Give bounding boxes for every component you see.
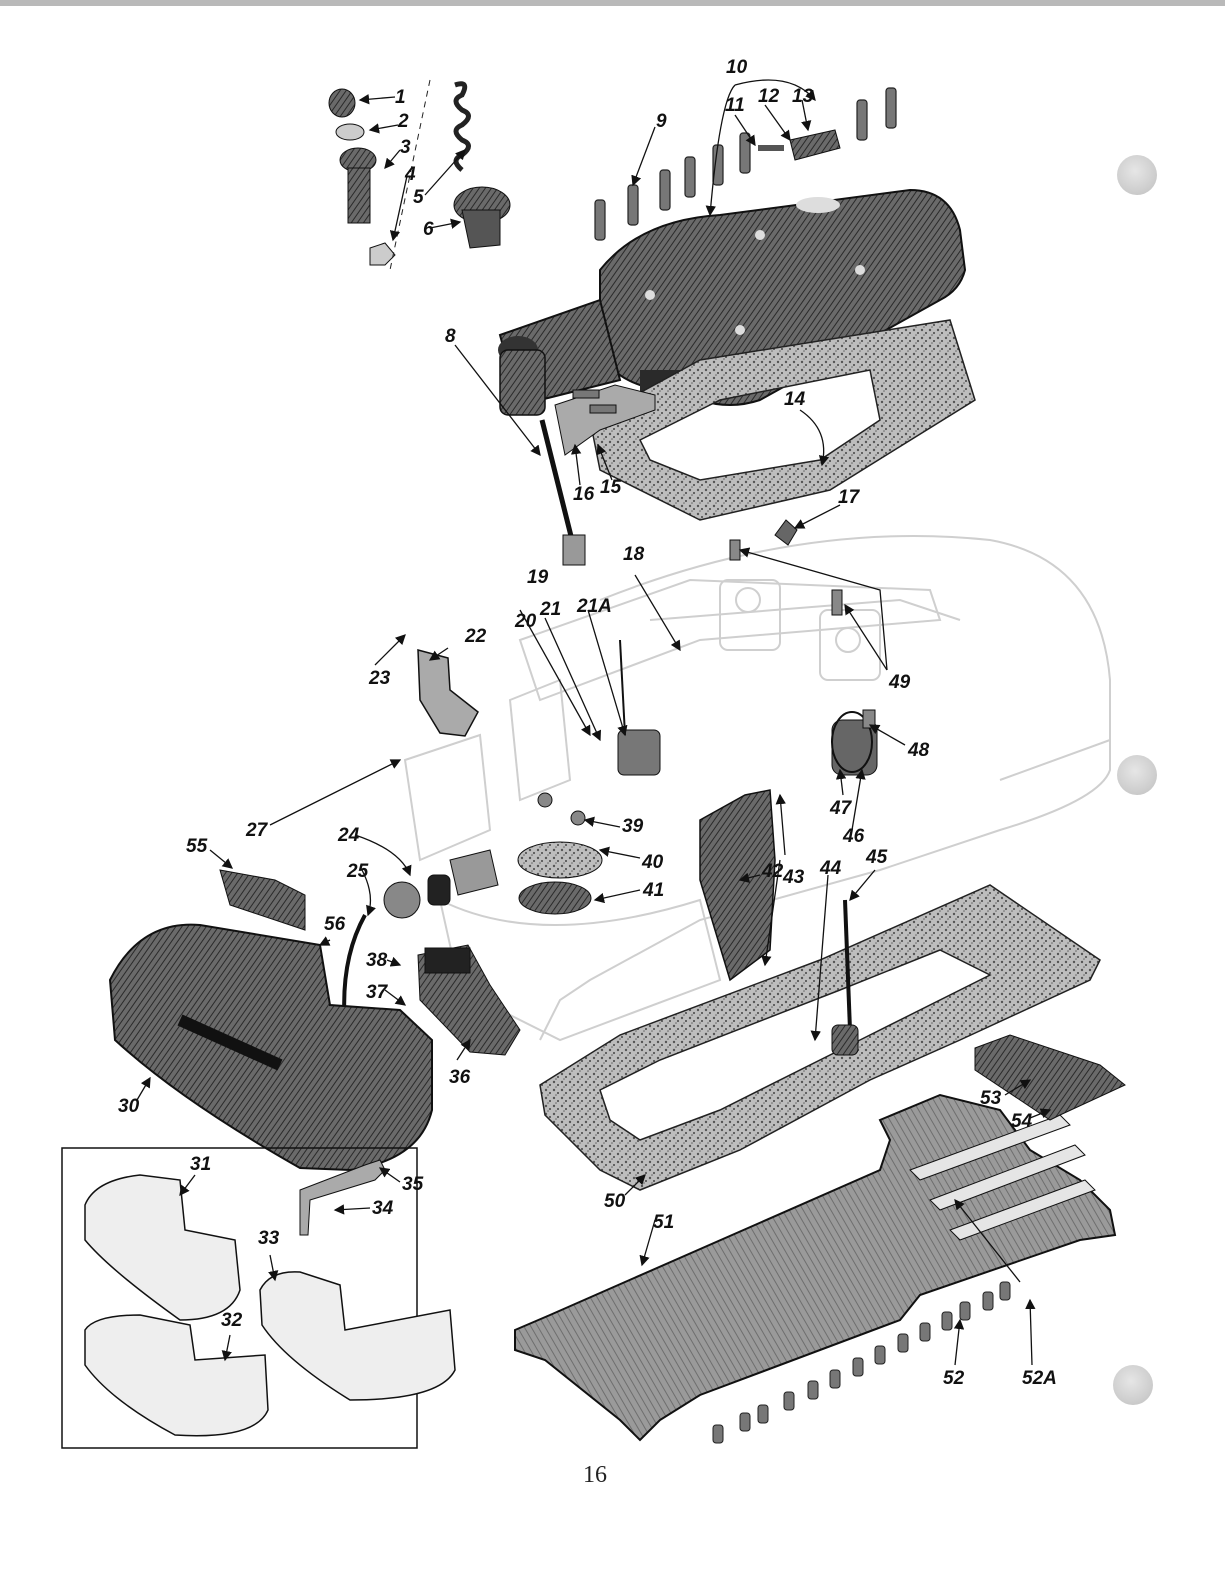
- callout-55: 55: [186, 836, 208, 857]
- oil-screen-parts: [518, 793, 602, 914]
- callout-42: 42: [761, 861, 784, 882]
- callout-21: 21: [539, 599, 561, 620]
- callout-37: 37: [366, 982, 389, 1003]
- callout-54: 54: [1011, 1111, 1033, 1132]
- callout-32: 32: [221, 1310, 243, 1331]
- callout-27: 27: [245, 820, 269, 841]
- callout-22: 22: [464, 626, 487, 647]
- callout-2: 2: [397, 111, 409, 132]
- callout-53: 53: [980, 1088, 1002, 1109]
- bracket-22: [418, 650, 478, 736]
- callout-31: 31: [190, 1154, 211, 1175]
- binder-hole-top: [1117, 155, 1157, 195]
- callout-19: 19: [527, 567, 549, 588]
- binder-hole-middle: [1117, 755, 1157, 795]
- callout-13: 13: [792, 86, 814, 107]
- callout-23: 23: [368, 668, 391, 689]
- alternate-covers-inset: [62, 1148, 455, 1448]
- callout-51: 51: [653, 1212, 674, 1233]
- callout-4: 4: [404, 164, 416, 185]
- callout-47: 47: [829, 798, 853, 819]
- callout-24: 24: [337, 825, 360, 846]
- callout-16: 16: [573, 484, 595, 505]
- callout-30: 30: [118, 1096, 140, 1117]
- callout-20: 20: [514, 611, 537, 632]
- binder-hole-bottom: [1113, 1365, 1153, 1405]
- callout-15: 15: [600, 477, 622, 498]
- callout-5: 5: [413, 187, 424, 208]
- cover-plate-42: [700, 790, 775, 980]
- callout-34: 34: [372, 1198, 394, 1219]
- callout-35: 35: [402, 1174, 424, 1195]
- callout-8: 8: [445, 326, 456, 347]
- callout-38: 38: [366, 950, 388, 971]
- callout-44: 44: [819, 858, 842, 879]
- callout-6: 6: [423, 219, 434, 240]
- callout-45: 45: [865, 847, 888, 868]
- callout-40: 40: [641, 852, 664, 873]
- callout-18: 18: [623, 544, 645, 565]
- tension-knob-parts: [329, 80, 510, 270]
- callout-48: 48: [907, 740, 930, 761]
- callout-11: 11: [725, 95, 745, 116]
- callout-25: 25: [346, 861, 369, 882]
- callout-56: 56: [324, 914, 346, 935]
- pump-cover-36: [418, 945, 520, 1055]
- callout-49: 49: [888, 672, 911, 693]
- callout-46: 46: [842, 826, 865, 847]
- callout-33: 33: [258, 1228, 280, 1249]
- callout-3: 3: [400, 137, 411, 158]
- callout-36: 36: [449, 1067, 471, 1088]
- callout-14: 14: [784, 389, 806, 410]
- callout-52a: 52A: [1022, 1368, 1057, 1389]
- callout-12: 12: [758, 86, 780, 107]
- callout-41: 41: [642, 880, 664, 901]
- callout-39: 39: [622, 816, 644, 837]
- callout-50: 50: [604, 1191, 626, 1212]
- hinge-pin-and-latch: [758, 130, 840, 160]
- page-number: 16: [0, 1462, 1190, 1489]
- bracket-55: [220, 870, 305, 930]
- callout-9: 9: [656, 111, 667, 132]
- callout-43: 43: [782, 867, 805, 888]
- callout-10: 10: [726, 57, 748, 78]
- callout-21a: 21A: [576, 596, 612, 617]
- callout-52: 52: [943, 1368, 965, 1389]
- callout-17: 17: [838, 487, 861, 508]
- callout-1: 1: [395, 87, 406, 108]
